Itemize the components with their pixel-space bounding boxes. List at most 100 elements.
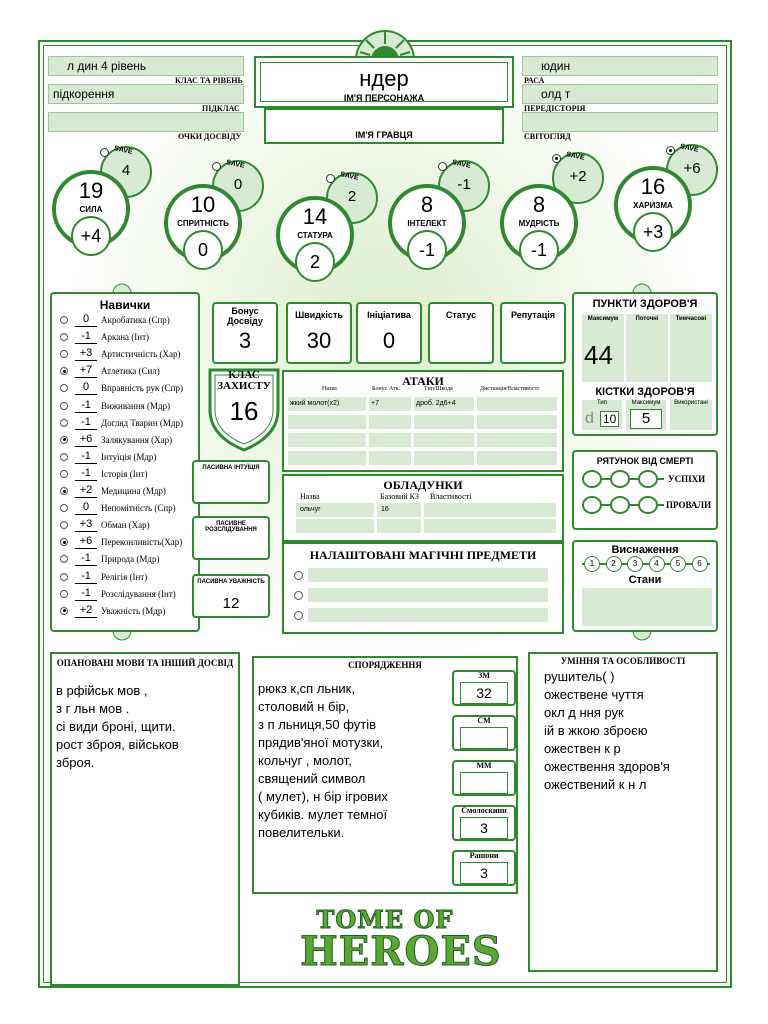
ability-score-value[interactable]: 10 <box>190 192 216 217</box>
attack-bonus-cell[interactable] <box>369 433 411 447</box>
class-level-field[interactable]: л дин 4 рівень <box>48 56 244 76</box>
attack-bonus-cell[interactable] <box>369 451 411 465</box>
skill-value[interactable]: +6 <box>75 534 97 550</box>
ability-modifier[interactable]: +3 <box>633 212 673 252</box>
attack-range-cell[interactable] <box>477 451 557 465</box>
ability-score-value[interactable]: 16 <box>640 174 666 199</box>
hp-max-value[interactable]: 44 <box>584 340 613 370</box>
languages-text[interactable]: в рфійськ мов ,з г льн мов .сі види брон… <box>56 682 238 772</box>
skill-proficiency-toggle[interactable] <box>60 521 68 530</box>
armor-ac-cell[interactable] <box>377 519 421 533</box>
ability-modifier[interactable]: +4 <box>71 216 111 256</box>
skill-proficiency-toggle[interactable] <box>60 316 68 324</box>
exhaustion-level-toggle[interactable]: 1 <box>584 556 600 572</box>
attack-bonus-cell[interactable]: +7 <box>369 397 411 411</box>
saving-throw-value[interactable]: 2 <box>347 188 357 205</box>
magic-item-slot[interactable] <box>308 588 548 602</box>
skill-proficiency-toggle[interactable] <box>60 401 68 410</box>
skill-value[interactable]: +3 <box>75 517 97 533</box>
exhaustion-level-toggle[interactable]: 3 <box>627 556 643 572</box>
armor-name-cell[interactable] <box>296 519 374 533</box>
exhaustion-level-toggle[interactable]: 6 <box>691 556 708 572</box>
skill-value[interactable]: -1 <box>75 551 97 567</box>
coin-value[interactable]: 3 <box>460 817 508 839</box>
skill-proficiency-toggle[interactable] <box>60 435 68 444</box>
skill-proficiency-toggle[interactable] <box>60 367 68 376</box>
armor-props-cell[interactable] <box>424 503 556 517</box>
skill-value[interactable]: -1 <box>75 449 97 464</box>
death-save-fail-toggle[interactable] <box>582 496 602 514</box>
magic-item-attune-toggle[interactable] <box>294 571 303 580</box>
skill-value[interactable]: -1 <box>75 329 97 345</box>
skill-proficiency-toggle[interactable] <box>60 572 68 581</box>
death-save-success-toggle[interactable] <box>582 470 602 488</box>
skill-proficiency-toggle[interactable] <box>60 350 68 359</box>
skill-proficiency-toggle[interactable] <box>60 333 68 342</box>
save-proficiency-toggle[interactable] <box>326 174 335 183</box>
skill-value[interactable]: -1 <box>75 466 97 481</box>
exhaustion-level-toggle[interactable]: 4 <box>648 556 665 572</box>
armor-name-cell[interactable]: ольчуг <box>296 503 374 517</box>
save-proficiency-toggle[interactable] <box>666 146 675 155</box>
death-save-fail-toggle[interactable] <box>610 496 630 514</box>
saving-throw-value[interactable]: -1 <box>457 176 471 193</box>
attack-bonus-cell[interactable] <box>369 415 411 429</box>
ability-modifier[interactable]: 2 <box>295 242 335 282</box>
race-field[interactable]: юдин <box>522 56 718 76</box>
xp-field[interactable] <box>48 112 244 132</box>
skill-value[interactable]: +2 <box>75 603 97 618</box>
ability-modifier[interactable]: -1 <box>519 230 559 270</box>
saving-throw-value[interactable]: 0 <box>233 176 243 193</box>
equipment-text[interactable]: рюкз к,сп льник,столовий н бір,з п льниц… <box>258 680 450 842</box>
skill-proficiency-toggle[interactable] <box>60 538 68 547</box>
background-field[interactable]: олд т <box>522 84 718 104</box>
exhaustion-level-toggle[interactable]: 5 <box>670 556 686 572</box>
skill-value[interactable]: +7 <box>75 363 97 379</box>
ability-score-value[interactable]: 14 <box>302 204 328 229</box>
skill-proficiency-toggle[interactable] <box>60 504 68 513</box>
coin-value[interactable]: 32 <box>460 682 508 704</box>
coin-value[interactable] <box>460 772 508 794</box>
hp-temp-box[interactable]: Тимчасові <box>670 314 712 382</box>
ability-score-value[interactable]: 19 <box>78 178 104 203</box>
skill-value[interactable]: -1 <box>75 586 97 601</box>
armor-class-value[interactable]: 16 <box>229 396 259 426</box>
skill-proficiency-toggle[interactable] <box>60 452 68 461</box>
attack-damage-cell[interactable] <box>414 415 474 429</box>
attack-range-cell[interactable] <box>477 397 557 411</box>
initiative-value[interactable]: 0 <box>382 328 396 353</box>
conditions-box[interactable] <box>582 588 712 626</box>
skill-value[interactable]: 0 <box>75 312 97 327</box>
attack-name-cell[interactable] <box>288 451 366 465</box>
skill-proficiency-toggle[interactable] <box>60 418 68 427</box>
skill-value[interactable]: 0 <box>75 500 97 516</box>
exhaustion-level-toggle[interactable]: 2 <box>605 556 622 572</box>
ability-modifier[interactable]: -1 <box>407 230 447 270</box>
armor-props-cell[interactable] <box>424 519 556 533</box>
speed-value[interactable]: 30 <box>306 328 332 353</box>
passive-perception-value[interactable]: 12 <box>222 595 240 612</box>
skill-proficiency-toggle[interactable] <box>60 555 68 564</box>
ability-score-value[interactable]: 8 <box>532 192 546 217</box>
death-save-success-toggle[interactable] <box>638 470 658 488</box>
magic-item-slot[interactable] <box>308 568 548 582</box>
attack-damage-cell[interactable]: дроб. 2д6+4 <box>414 397 474 411</box>
skill-proficiency-toggle[interactable] <box>60 384 68 393</box>
attack-name-cell[interactable] <box>288 433 366 447</box>
hp-current-box[interactable]: Поточні <box>626 314 668 382</box>
alignment-field[interactable] <box>522 112 718 132</box>
subclass-field[interactable]: підкорення <box>48 84 244 104</box>
magic-item-attune-toggle[interactable] <box>294 611 303 620</box>
hit-dice-used-box[interactable]: Використані <box>670 400 712 430</box>
attack-range-cell[interactable] <box>477 415 557 429</box>
skill-value[interactable]: -1 <box>75 398 97 413</box>
attack-name-cell[interactable]: жкий молот(x2) <box>288 397 366 411</box>
ability-score-value[interactable]: 8 <box>420 192 434 217</box>
skill-proficiency-toggle[interactable] <box>60 487 68 495</box>
magic-item-attune-toggle[interactable] <box>294 591 303 600</box>
attack-damage-cell[interactable] <box>414 451 474 465</box>
hit-dice-type-value[interactable]: 10 <box>600 411 620 427</box>
skill-value[interactable]: 0 <box>75 380 97 396</box>
save-proficiency-toggle[interactable] <box>100 148 109 157</box>
